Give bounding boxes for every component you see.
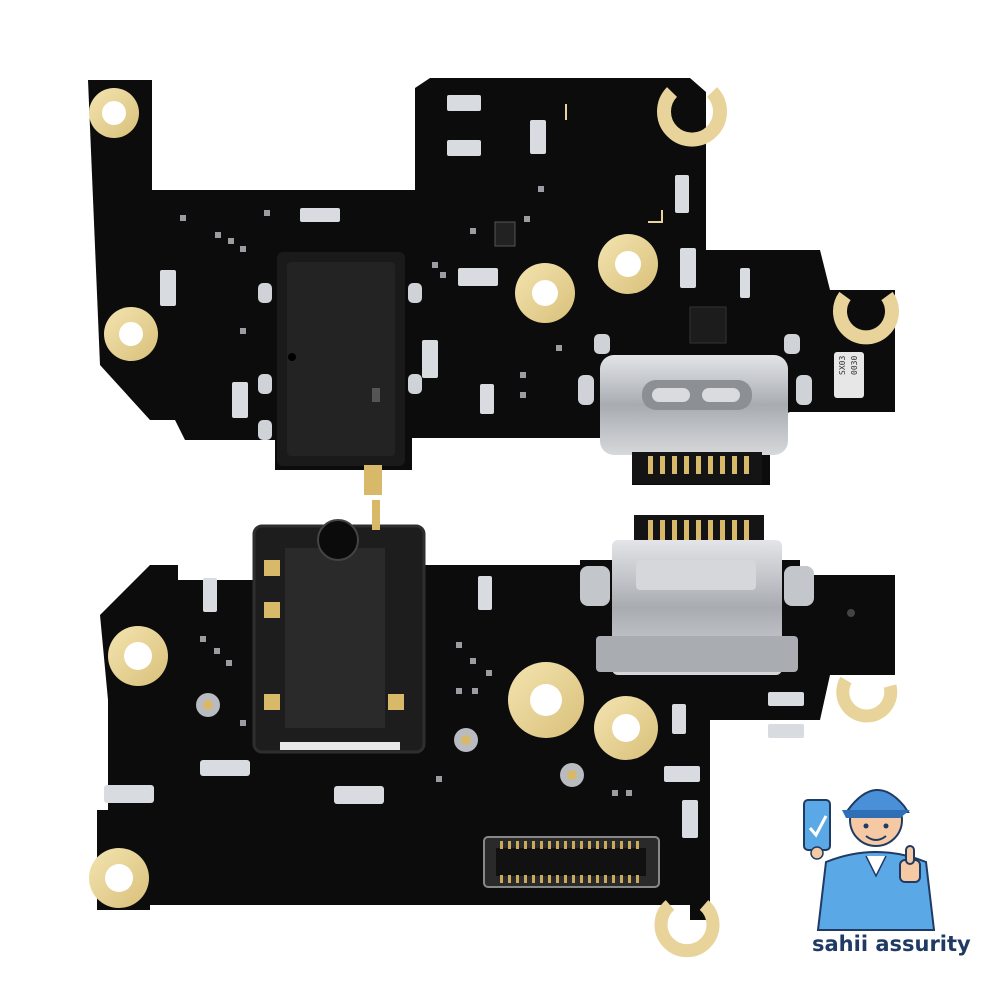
mascot-phone-check-icon <box>803 799 831 860</box>
jack-pads <box>264 560 404 710</box>
usb-c-port <box>600 355 788 484</box>
mounting-hole <box>104 307 158 361</box>
chip-marking-line2: 0030 <box>850 356 859 375</box>
mounting-hole <box>598 234 658 294</box>
mounting-hook <box>833 291 899 345</box>
antenna-connector <box>196 693 220 717</box>
mascot-cap <box>843 789 910 813</box>
brand-name: sahii assurity <box>812 932 971 956</box>
headphone-jack <box>277 252 405 495</box>
mounting-hole <box>108 626 168 686</box>
antenna-connector <box>454 728 478 752</box>
mounting-hook <box>654 900 720 958</box>
silkscreen-mark <box>565 104 663 223</box>
chip-marking-line1: SX03 <box>838 356 847 375</box>
antenna-connector <box>560 763 584 787</box>
headphone-jack-housing <box>252 500 426 754</box>
mounting-hook <box>836 676 898 723</box>
mounting-hole <box>594 696 658 760</box>
ic-small <box>494 221 516 247</box>
tiny-components <box>200 636 632 796</box>
mounting-hook <box>657 87 727 147</box>
board-bottom <box>89 500 898 958</box>
smd-components <box>160 95 750 418</box>
usb-c-port-back <box>580 515 814 675</box>
brand-logo <box>803 789 936 931</box>
mounting-hole <box>89 848 149 908</box>
marked-component: SX03 0030 <box>834 352 864 398</box>
thumbs-up-icon <box>899 845 921 883</box>
board-dot <box>847 609 855 617</box>
tiny-components <box>180 186 562 398</box>
ic-chip <box>689 306 727 344</box>
solder-pads <box>258 283 812 440</box>
board-connector <box>483 836 660 888</box>
smd-components <box>104 576 804 838</box>
mounting-hole <box>515 263 575 323</box>
mounting-hole <box>508 662 584 738</box>
board-top: SX03 0030 <box>88 78 899 495</box>
mounting-hole <box>89 88 139 138</box>
